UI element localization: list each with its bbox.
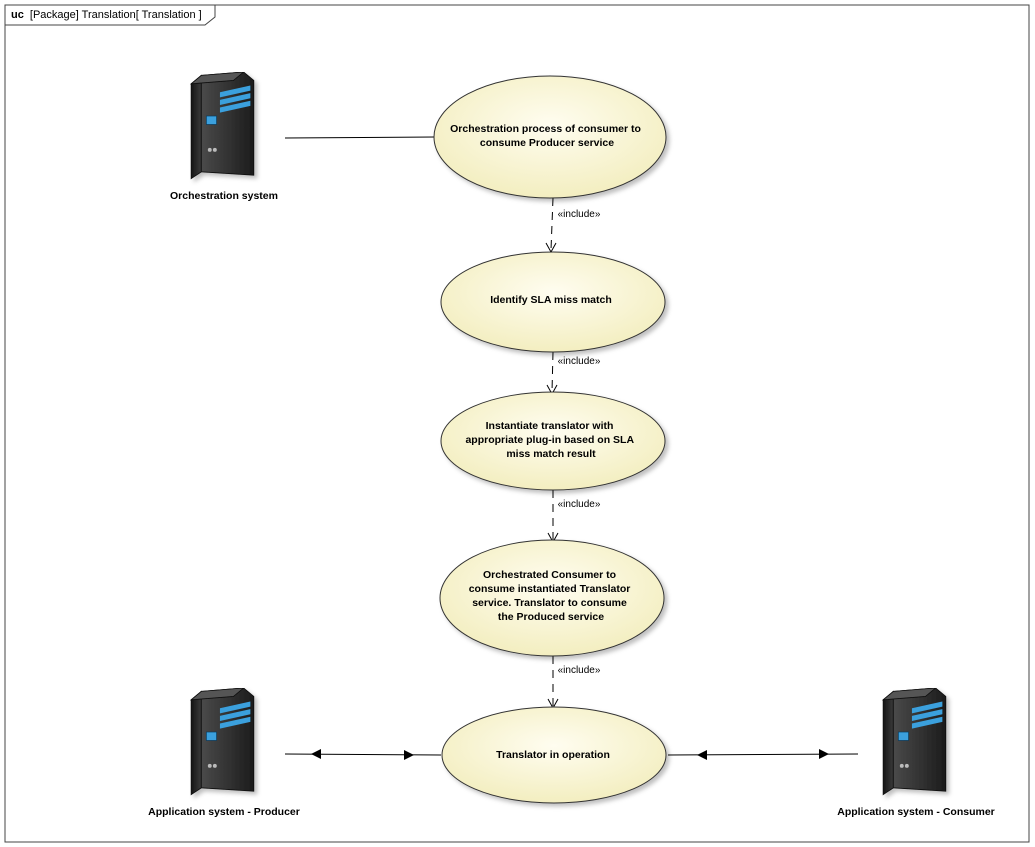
arrowhead-consumer-right bbox=[819, 749, 829, 759]
association-producer bbox=[284, 753, 442, 756]
frame-tab bbox=[4, 4, 216, 26]
association-orchestration bbox=[284, 136, 436, 139]
svg-text:Orchestrated Consumer to: Orchestrated Consumer to consume instant… bbox=[469, 569, 634, 623]
svg-text:Instantiate translator with: Instantiate translator with appropriate … bbox=[465, 420, 636, 460]
server-icon-producer bbox=[190, 688, 255, 796]
actor-label-orchestration: Orchestration system bbox=[170, 190, 278, 202]
actor-label-consumer: Application system - Consumer bbox=[837, 806, 995, 818]
arrowhead-producer-left bbox=[311, 749, 321, 759]
diagram-frame bbox=[4, 4, 1030, 843]
include-dependency-2: «include» bbox=[546, 351, 601, 396]
arrowhead-producer-right bbox=[404, 750, 414, 760]
arrowhead-consumer-left bbox=[697, 750, 707, 760]
include-dependency-1: «include» bbox=[545, 197, 601, 254]
server-icon-consumer bbox=[882, 688, 947, 796]
include-dependency-3: «include» bbox=[547, 490, 601, 544]
use-case-identify-sla[interactable]: Identify SLA miss match bbox=[440, 251, 666, 353]
include-label: «include» bbox=[558, 499, 601, 510]
svg-text:Identify SLA miss match: Identify SLA miss match bbox=[490, 294, 612, 306]
include-label: «include» bbox=[558, 356, 601, 367]
svg-text:Translator in operation: Translator in operation bbox=[496, 749, 610, 761]
frame-title: uc [Package] Translation[ Translation ] bbox=[11, 9, 202, 21]
include-label: «include» bbox=[558, 665, 601, 676]
use-case-instantiate-translator[interactable]: Instantiate translator with appropriate … bbox=[440, 391, 666, 491]
use-case-translator-operation[interactable]: Translator in operation bbox=[441, 706, 667, 804]
actor-label-producer: Application system - Producer bbox=[148, 806, 300, 818]
include-label: «include» bbox=[558, 209, 601, 220]
include-dependency-4: «include» bbox=[547, 656, 601, 710]
use-case-orchestration-process[interactable]: Orchestration process of consumer to con… bbox=[433, 75, 667, 199]
svg-text:Orchestration process of consu: Orchestration process of consumer to con… bbox=[450, 123, 644, 149]
use-case-orchestrated-consumer[interactable]: Orchestrated Consumer to consume instant… bbox=[439, 539, 665, 657]
association-consumer bbox=[667, 753, 859, 756]
server-icon-orchestration bbox=[190, 72, 255, 180]
